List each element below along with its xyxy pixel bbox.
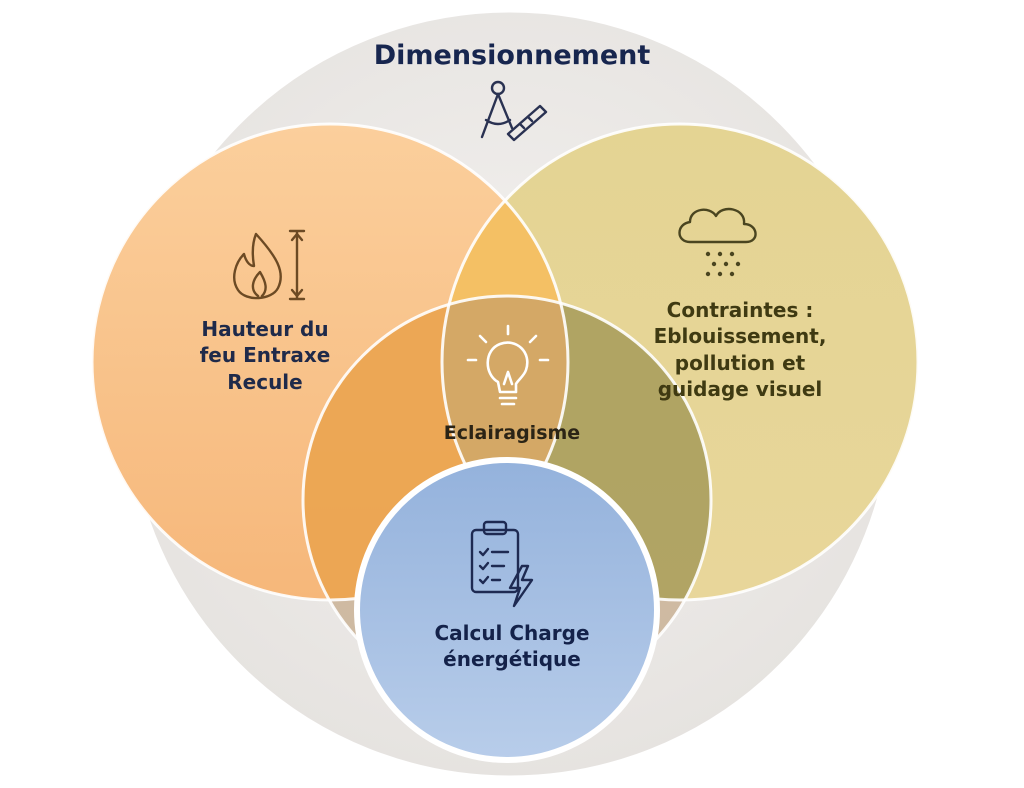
center-set-label: Eclairagisme [402,421,622,446]
right-label-line: Eblouissement, [653,324,827,349]
left-label-line: feu Entraxe [199,343,331,368]
bottom-circle [354,457,660,763]
left-label-line: Recule [227,369,303,394]
right-label-line: pollution et [674,350,806,375]
diagram-title: Dimensionnement [373,40,651,71]
right-set-label: Contraintes : Eblouissement, pollution e… [620,297,860,403]
flame-height-icon [233,229,306,301]
lightbulb-icon [466,324,550,406]
left-label-line: Hauteur du [201,317,329,341]
right-label-line: Contraintes : [666,298,814,322]
right-label-line: guidage visuel [657,377,823,402]
left-set-label: Hauteur du feu Entraxe Recule [160,316,370,395]
compass-ruler-icon [480,80,548,142]
particles-icon [705,251,741,277]
clipboard-lightning-icon [470,520,534,608]
cloud-icon [678,207,757,244]
bottom-set-label: Calcul Charge énergétique [382,620,642,673]
center-label-line: Eclairagisme [443,422,581,444]
bottom-label-line: Calcul Charge [434,621,590,645]
bottom-label-line: énergétique [443,647,581,672]
